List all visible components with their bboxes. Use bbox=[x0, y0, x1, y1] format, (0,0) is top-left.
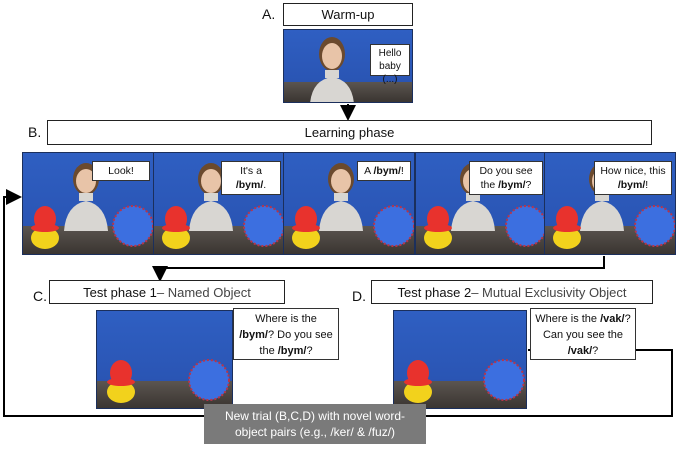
test1-bubble-text-3: ? bbox=[306, 345, 313, 357]
blue-spiky-object bbox=[188, 359, 230, 401]
blue-spiky-object bbox=[505, 205, 546, 247]
test2-title-box: Test phase 2 – Mutual Exclusivity Object bbox=[371, 280, 653, 304]
test2-subtitle: – Mutual Exclusivity Object bbox=[471, 284, 627, 300]
test1-title: Test phase 1 bbox=[83, 284, 157, 300]
red-yellow-object bbox=[162, 206, 190, 249]
test2-bubble-word-1: /vak/ bbox=[600, 313, 625, 325]
new-trial-box: New trial (B,C,D) with novel word-object… bbox=[204, 404, 426, 444]
warmup-bubble-text: Hello baby (...) bbox=[378, 48, 402, 85]
red-yellow-object bbox=[292, 206, 320, 249]
learning-bubble-1: Look! bbox=[92, 161, 150, 181]
test1-speech-bubble: Where is the /bym/? Do you see the /bym/… bbox=[233, 308, 339, 360]
test1-bubble-word-2: /bym/ bbox=[277, 345, 307, 357]
warmup-title: Warm-up bbox=[321, 7, 375, 22]
learning-bubble-word: /bym/ bbox=[498, 179, 526, 191]
test2-bubble-text-3: ? bbox=[592, 345, 599, 357]
test1-bubble-text-2: ? Do you see the bbox=[259, 329, 333, 357]
experimenter-figure bbox=[310, 37, 354, 102]
red-yellow-object bbox=[553, 206, 581, 249]
step-d-letter: D. bbox=[352, 288, 366, 304]
learning-bubble-word: /bym/ bbox=[617, 179, 646, 191]
red-yellow-object bbox=[31, 206, 59, 249]
step-a-letter: A. bbox=[262, 6, 276, 22]
arrow-b-to-c bbox=[152, 256, 605, 282]
warmup-scene: Hello baby (...) bbox=[283, 29, 413, 103]
blue-spiky-object bbox=[112, 205, 153, 247]
test1-bubble-text-1: Where is the bbox=[255, 313, 317, 325]
learning-bubble-text: A bbox=[364, 165, 374, 177]
test2-bubble-text-2: ? Can you see the bbox=[542, 313, 631, 341]
step-b-letter: B. bbox=[28, 124, 42, 140]
learning-frame-3: A /bym/! bbox=[283, 152, 415, 255]
learning-bubble-word: /bym/ bbox=[373, 165, 401, 177]
learning-frame-5: How nice, this /bym/! bbox=[544, 152, 676, 255]
learning-title-box: Learning phase bbox=[47, 120, 652, 145]
learning-frame-4: Do you see the /bym/? bbox=[415, 152, 547, 255]
test1-subtitle: – Named Object bbox=[156, 284, 251, 300]
test2-scene bbox=[393, 310, 527, 409]
learning-bubble-punct: ! bbox=[645, 179, 649, 191]
learning-frame-1: Look! bbox=[22, 152, 154, 255]
learning-title: Learning phase bbox=[304, 125, 395, 140]
step-c-letter: C. bbox=[33, 288, 47, 304]
test2-speech-bubble: Where is the /vak/? Can you see the /vak… bbox=[530, 308, 636, 360]
learning-bubble-text: Do you see the bbox=[479, 165, 533, 191]
experimenter-figure bbox=[319, 163, 363, 231]
blue-spiky-object bbox=[373, 205, 414, 247]
learning-bubble-4: Do you see the /bym/? bbox=[469, 161, 543, 195]
learning-bubble-5: How nice, this /bym/! bbox=[594, 161, 672, 195]
learning-frame-2: It's a /bym/. bbox=[153, 152, 285, 255]
learning-bubble-text: How nice, this bbox=[600, 165, 666, 177]
red-yellow-object bbox=[107, 360, 135, 403]
learning-bubble-text: Look! bbox=[108, 165, 134, 177]
test1-title-box: Test phase 1– Named Object bbox=[49, 280, 285, 304]
learning-bubble-punct: ! bbox=[400, 165, 404, 177]
test1-scene bbox=[96, 310, 233, 409]
test2-bubble-text-1: Where is the bbox=[535, 313, 601, 325]
test2-bubble-word-2: /vak/ bbox=[567, 345, 593, 357]
new-trial-text: New trial (B,C,D) with novel word-object… bbox=[224, 409, 406, 439]
learning-bubble-text: It's a bbox=[240, 165, 262, 177]
blue-spiky-object bbox=[634, 205, 675, 247]
red-yellow-object bbox=[404, 360, 432, 403]
learning-bubble-punct: . bbox=[263, 179, 267, 191]
learning-bubble-word: /bym/ bbox=[235, 179, 264, 191]
experimenter-figure bbox=[189, 163, 233, 231]
blue-spiky-object bbox=[243, 205, 284, 247]
learning-bubble-3: A /bym/! bbox=[357, 161, 411, 181]
test1-bubble-word-1: /bym/ bbox=[239, 329, 268, 341]
warmup-title-box: Warm-up bbox=[283, 3, 413, 26]
test2-title: Test phase 2 bbox=[397, 284, 472, 300]
blue-spiky-object bbox=[483, 359, 525, 401]
warmup-speech-bubble: Hello baby (...) bbox=[370, 44, 410, 85]
learning-bubble-2: It's a /bym/. bbox=[221, 161, 281, 195]
red-yellow-object bbox=[424, 206, 452, 249]
learning-bubble-punct: ? bbox=[525, 179, 532, 191]
